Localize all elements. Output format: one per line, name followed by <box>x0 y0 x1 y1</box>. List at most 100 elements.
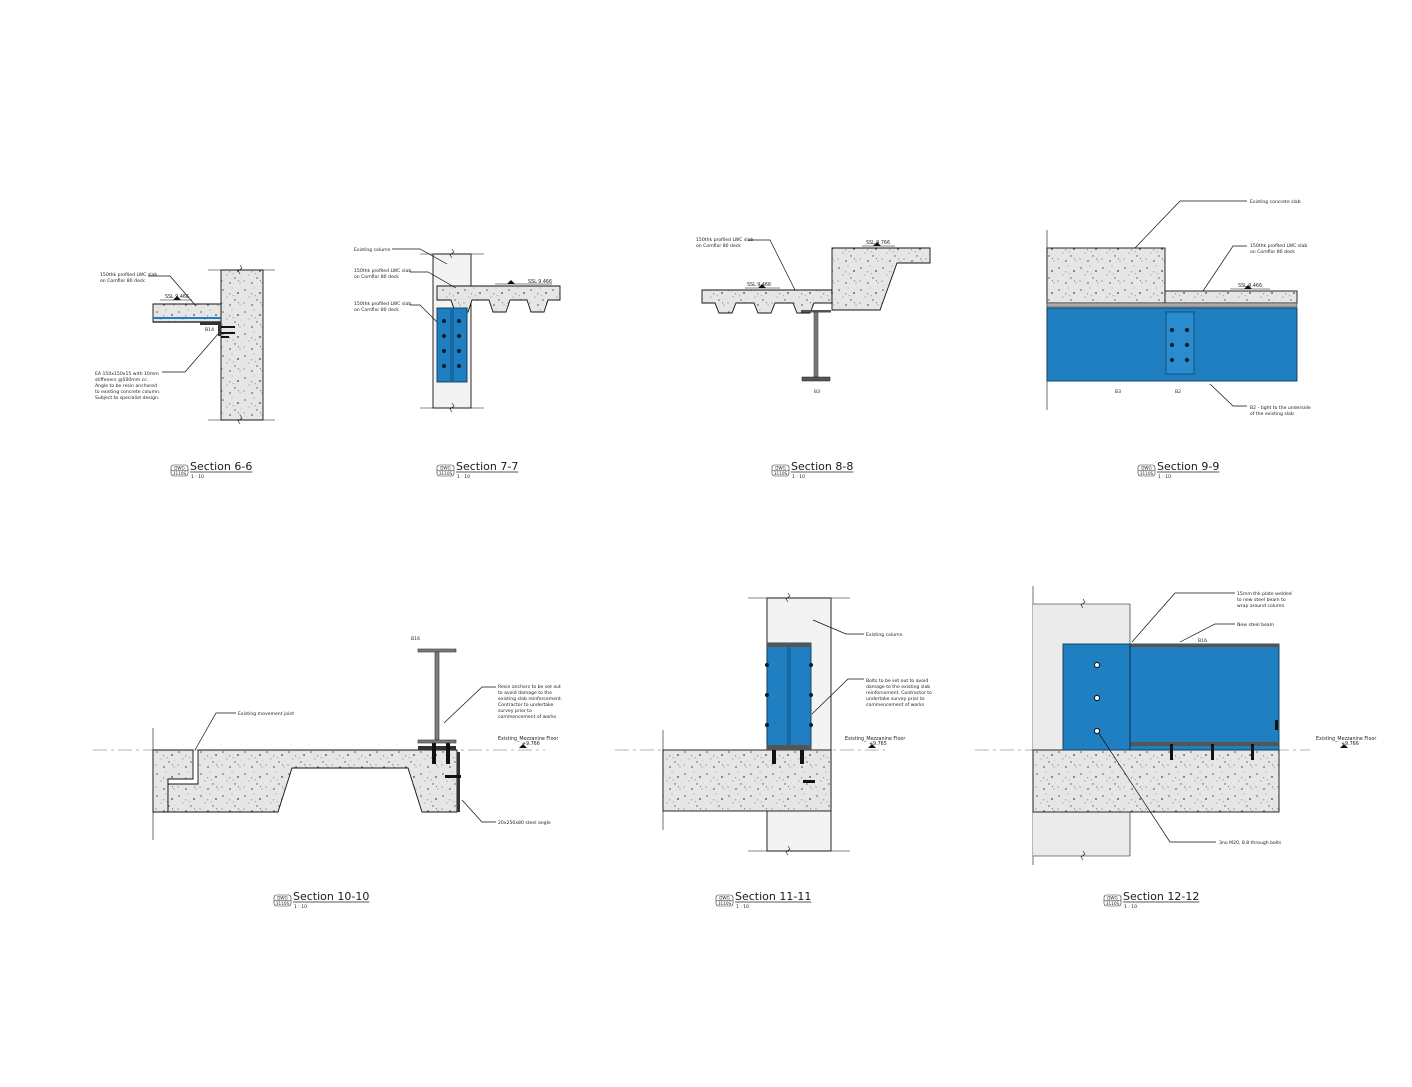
level-marker-icon <box>173 296 181 300</box>
section-12-12-detail: B16 Existing_Mezzanine Floor +9.766 15mm… <box>975 586 1376 865</box>
steel-beam-b16 <box>417 648 457 653</box>
note-text: on Comflor 80 deck <box>696 243 741 249</box>
steel-angle <box>457 752 460 812</box>
bolt-icon <box>456 348 462 354</box>
note-text: on Comflor 80 deck <box>354 307 399 313</box>
through-bolt <box>772 750 776 764</box>
lwc-slab <box>701 289 833 314</box>
section-11-11-detail: Existing_Mezzanine Floor +9.765 Existing… <box>615 592 932 856</box>
note-text: survey prior to <box>498 708 532 714</box>
member-mark: B2 <box>1175 389 1181 395</box>
section-6-6-detail: SSL 9.466 B14 150thk profiled LWC slab o… <box>95 264 275 425</box>
anchor-bolt <box>221 326 235 328</box>
note-text: Angle to be resin anchored <box>95 383 157 389</box>
member-mark: B14 <box>205 327 214 333</box>
bolt-icon <box>441 333 447 339</box>
note-text: New steel beam <box>1237 622 1275 628</box>
bolt-icon <box>808 662 814 668</box>
drawing-ref-top: DWG <box>1107 895 1118 900</box>
section-title: Section 12-12 <box>1123 890 1199 903</box>
bolt-icon <box>441 318 447 324</box>
level-label: +9.765 <box>869 741 887 747</box>
bolt-icon <box>808 692 814 698</box>
note-text: Bolts to be set out to avoid <box>866 678 928 684</box>
scale-label: 1 : 10 <box>1124 904 1137 910</box>
drawing-ref-number: 3110S <box>774 471 788 476</box>
level-label: Existing_Mezzanine Floor <box>845 736 905 742</box>
level-marker-icon <box>1340 744 1348 748</box>
note-text: existing slab reinforcement. <box>498 696 562 702</box>
note-text: undertake survey prior to <box>866 696 925 702</box>
existing-slab <box>1032 749 1280 813</box>
section-title: Section 7-7 <box>456 460 518 473</box>
section-10-10-detail: B16 Existing_Mezzanine Floor +9.766 Exis… <box>93 636 562 840</box>
existing-column <box>220 269 264 421</box>
note-text: to existing concrete column. <box>95 389 160 395</box>
bolt-icon <box>1169 357 1175 363</box>
note-text: of the existing slab <box>1250 411 1294 417</box>
bolt-icon <box>441 348 447 354</box>
scale-label: 1 : 10 <box>294 904 307 910</box>
level-marker-icon <box>519 744 527 748</box>
bolt-icon <box>1169 342 1175 348</box>
note-text: stiffeners @500mm cc. <box>95 377 148 383</box>
member-mark: B3 <box>814 389 820 395</box>
bolt-icon <box>456 333 462 339</box>
section-title: Section 10-10 <box>293 890 369 903</box>
drawing-ref-top: DWG <box>440 465 451 470</box>
level-label: +9.766 <box>1341 741 1359 747</box>
note-text: Existing concrete slab <box>1250 199 1301 205</box>
bolt-icon <box>456 363 462 369</box>
note-text: on Comflor 80 deck <box>1250 249 1295 255</box>
scale-label: 1 : 10 <box>191 474 204 480</box>
scale-label: 1 : 10 <box>736 904 749 910</box>
level-label: +9.766 <box>522 741 540 747</box>
bolt-groups <box>441 318 1190 735</box>
drawing-ref-number: 3110S <box>276 901 290 906</box>
drawing-ref-top: DWG <box>1141 465 1152 470</box>
note-text: 150thk profiled LWC slab <box>100 272 157 278</box>
note-text: EA 150x150x15 with 10mm <box>95 371 159 377</box>
section-title: Section 11-11 <box>735 890 811 903</box>
note-text: B2 - tight to the underside <box>1250 405 1311 411</box>
note-text: wrap around column <box>1237 603 1284 609</box>
section-9-9-detail: B3 B2 SSL 9.466 Existing concrete slab 1… <box>1046 199 1311 417</box>
bolt-icon <box>1093 694 1101 702</box>
section-7-7-detail: SSL 9.466 Existing column 150thk profile… <box>354 247 561 413</box>
bolt-icon <box>764 722 770 728</box>
note-text: 150thk profiled LWC slab <box>354 301 411 307</box>
bolt-icon <box>808 722 814 728</box>
lwc-slab <box>152 303 222 323</box>
scale-label: 1 : 10 <box>1158 474 1171 480</box>
drawing-ref-top: DWG <box>174 465 185 470</box>
bolt-icon <box>1093 661 1101 669</box>
note-text: 20x250x80 steel angle <box>498 820 551 826</box>
bolt-icon <box>764 662 770 668</box>
section-title: Section 9-9 <box>1157 460 1219 473</box>
note-text: 150thk profiled LWC slab <box>1250 243 1307 249</box>
note-text: 3no M20, 8.8 through bolts <box>1219 840 1282 846</box>
note-text: 150thk profiled LWC slab <box>354 268 411 274</box>
level-label: Existing_Mezzanine Floor <box>498 736 558 742</box>
level-label: SSL 9.466 <box>528 279 552 285</box>
scale-label: 1 : 10 <box>457 474 470 480</box>
drawing-ref-top: DWG <box>277 895 288 900</box>
level-label: SSL 9.466 <box>1238 283 1262 289</box>
section-title: Section 6-6 <box>190 460 252 473</box>
note-text: on Comflor 80 deck <box>100 278 145 284</box>
drawing-ref-number: 3110S <box>439 471 453 476</box>
break-line-icon <box>237 264 243 275</box>
bolt-icon <box>764 692 770 698</box>
steel-beam-b3 <box>813 311 819 378</box>
note-text: commencement of works <box>866 702 925 708</box>
note-text: commencement of works <box>498 714 557 720</box>
note-text: Contractor to undertake <box>498 702 554 708</box>
bolt-icon <box>456 318 462 324</box>
level-marker-icon <box>1244 285 1252 289</box>
